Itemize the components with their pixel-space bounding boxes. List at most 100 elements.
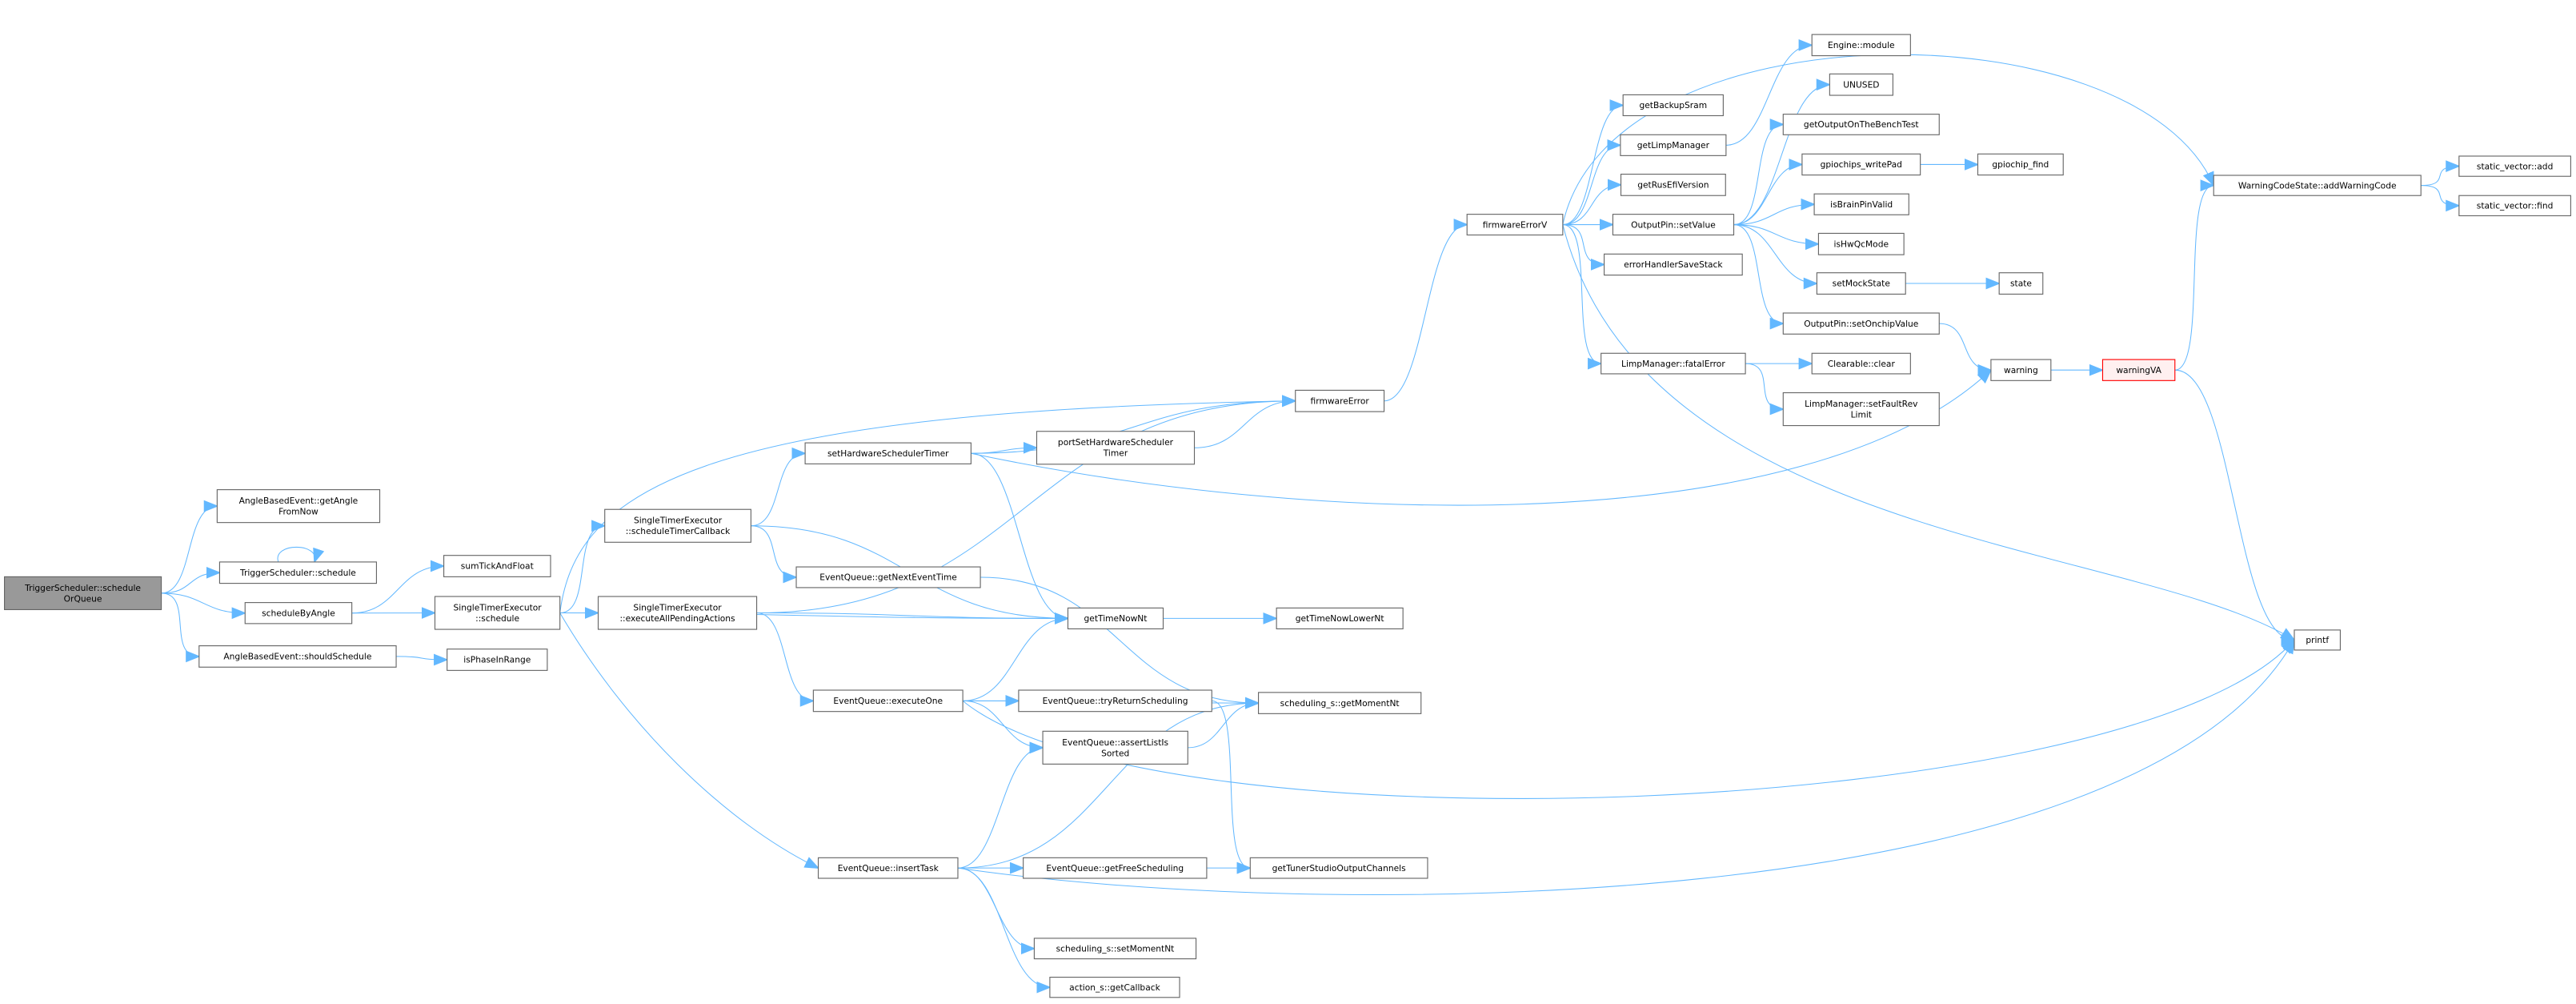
- node-label: printf: [2306, 635, 2329, 645]
- graph-node-gf[interactable]: gpiochip_find: [1977, 153, 2064, 176]
- graph-node-e-m[interactable]: Engine::module: [1811, 34, 1911, 57]
- graph-node-wcs-awc[interactable]: WarningCodeState::addWarningCode: [2213, 175, 2422, 196]
- node-label: EventQueue::tryReturnScheduling: [1043, 696, 1188, 706]
- node-box: [1813, 193, 1909, 215]
- graph-node-sv-add[interactable]: static_vector::add: [2458, 155, 2571, 177]
- graph-node-fev[interactable]: firmwareErrorV: [1466, 214, 1564, 236]
- graph-node-warning[interactable]: warning: [1990, 359, 2052, 381]
- call-edge: [957, 697, 1260, 869]
- graph-node-ste-s[interactable]: SingleTimerExecutor::schedule: [434, 596, 561, 630]
- node-label: Limit: [1851, 410, 1872, 420]
- node-box: [604, 508, 751, 543]
- node-label: Sorted: [1101, 748, 1129, 758]
- graph-node-ts-s[interactable]: TriggerScheduler::schedule: [218, 561, 377, 584]
- node-label: scheduling_s::getMomentNt: [1280, 698, 1400, 709]
- node-label: gpiochip_find: [1992, 159, 2049, 170]
- graph-node-printf[interactable]: printf: [2294, 629, 2342, 651]
- graph-node-eq-gfs[interactable]: EventQueue::getFreeScheduling: [1023, 857, 1208, 879]
- node-label: ::schedule: [475, 613, 519, 624]
- node-label: static_vector::find: [2477, 201, 2554, 211]
- call-edge: [1733, 78, 1832, 226]
- graph-node-gtnn[interactable]: getTimeNowNt: [1067, 607, 1164, 630]
- node-box: [795, 566, 981, 588]
- call-edge: [1733, 224, 1819, 290]
- node-box: [1998, 272, 2044, 295]
- graph-node-c-c[interactable]: Clearable::clear: [1811, 352, 1911, 375]
- node-label: scheduleByAngle: [262, 608, 335, 618]
- graph-node-gootbt[interactable]: getOutputOnTheBenchTest: [1782, 114, 1940, 135]
- node-label: gpiochips_writePad: [1821, 159, 1902, 170]
- graph-node-shst[interactable]: setHardwareSchedulerTimer: [804, 442, 972, 464]
- graph-node-eq-gnet[interactable]: EventQueue::getNextEventTime: [795, 566, 981, 588]
- graph-node-state[interactable]: state: [1998, 272, 2044, 295]
- node-box: [1018, 689, 1212, 713]
- call-edge: [1733, 118, 1785, 226]
- graph-node-ss-smn[interactable]: scheduling_s::setMomentNt: [1033, 938, 1197, 960]
- node-box: [1067, 607, 1164, 630]
- node-label: AngleBasedEvent::getAngle: [239, 496, 359, 506]
- node-label: TriggerScheduler::schedule: [24, 583, 141, 593]
- graph-node-lm-fe[interactable]: LimpManager::fatalError: [1600, 352, 1746, 375]
- node-box: [198, 645, 397, 668]
- graph-node-eq-it[interactable]: EventQueue::insertTask: [817, 857, 959, 879]
- node-box: [1049, 976, 1180, 998]
- node-label: OrQueue: [64, 593, 102, 604]
- graph-node-ihqm[interactable]: isHwQcMode: [1817, 232, 1905, 255]
- graph-node-glm[interactable]: getLimpManager: [1620, 134, 1727, 156]
- call-edge: [559, 612, 820, 869]
- graph-node-ehss[interactable]: errorHandlerSaveStack: [1604, 253, 1743, 276]
- call-edge: [1562, 99, 1625, 226]
- graph-node-eq-trs[interactable]: EventQueue::tryReturnScheduling: [1018, 689, 1212, 713]
- graph-node-warningva[interactable]: warningVA: [2101, 359, 2176, 381]
- node-label: warning: [2004, 365, 2038, 375]
- graph-node-gtnln[interactable]: getTimeNowLowerNt: [1276, 607, 1404, 630]
- call-edge: [957, 638, 2295, 896]
- call-edge: [161, 566, 222, 594]
- node-label: setMockState: [1833, 279, 1890, 289]
- call-edge: [756, 395, 1297, 614]
- call-edge: [1384, 219, 1469, 402]
- graph-node-as-gc[interactable]: action_s::getCallback: [1049, 976, 1180, 998]
- call-edge: [161, 592, 201, 663]
- graph-node-gtsoc[interactable]: getTunerStudioOutputChannels: [1249, 857, 1428, 879]
- graph-node-sba[interactable]: scheduleByAngle: [244, 602, 353, 624]
- node-box: [1249, 857, 1428, 879]
- node-box: [1295, 389, 1385, 412]
- graph-node-abe-ss[interactable]: AngleBasedEvent::shouldSchedule: [198, 645, 397, 668]
- graph-node-grev[interactable]: getRusEfiVersion: [1620, 173, 1726, 196]
- graph-node-gwp[interactable]: gpiochips_writePad: [1801, 153, 1921, 176]
- node-label: EventQueue::getNextEventTime: [819, 572, 957, 583]
- graph-node-ibpv[interactable]: isBrainPinValid: [1813, 193, 1909, 215]
- node-label: ::scheduleTimerCallback: [626, 526, 731, 536]
- node-label: firmwareErrorV: [1483, 219, 1548, 230]
- graph-node-ste-eapa[interactable]: SingleTimerExecutor::executeAllPendingAc…: [597, 596, 758, 630]
- node-box: [1782, 312, 1940, 335]
- call-edge: [751, 525, 798, 584]
- graph-node-ss-gmn[interactable]: scheduling_s::getMomentNt: [1257, 692, 1422, 714]
- node-box: [216, 489, 381, 524]
- graph-node-op-socv[interactable]: OutputPin::setOnchipValue: [1782, 312, 1940, 335]
- node-box: [597, 596, 758, 630]
- node-box: [1829, 73, 1893, 96]
- node-box: [1620, 173, 1726, 196]
- graph-node-ipir[interactable]: isPhaseInRange: [447, 649, 548, 671]
- graph-node-sv-find[interactable]: static_vector::find: [2458, 195, 2571, 217]
- call-edge: [1733, 198, 1816, 226]
- node-box: [2458, 195, 2571, 217]
- graph-node-unused[interactable]: UNUSED: [1829, 73, 1893, 96]
- graph-node-eq-eo[interactable]: EventQueue::executeOne: [812, 689, 963, 713]
- graph-node-sms[interactable]: setMockState: [1816, 272, 1906, 295]
- graph-node-gbs[interactable]: getBackupSram: [1622, 94, 1724, 117]
- node-box: [1600, 352, 1746, 375]
- graph-node-fe[interactable]: firmwareError: [1295, 389, 1385, 412]
- graph-node-ste-stc[interactable]: SingleTimerExecutor::scheduleTimerCallba…: [604, 508, 751, 543]
- node-label: WarningCodeState::addWarningCode: [2238, 180, 2397, 191]
- graph-node-stf[interactable]: sumTickAndFloat: [443, 555, 551, 577]
- node-box: [1811, 34, 1911, 57]
- graph-node-op-sv[interactable]: OutputPin::setValue: [1612, 214, 1735, 236]
